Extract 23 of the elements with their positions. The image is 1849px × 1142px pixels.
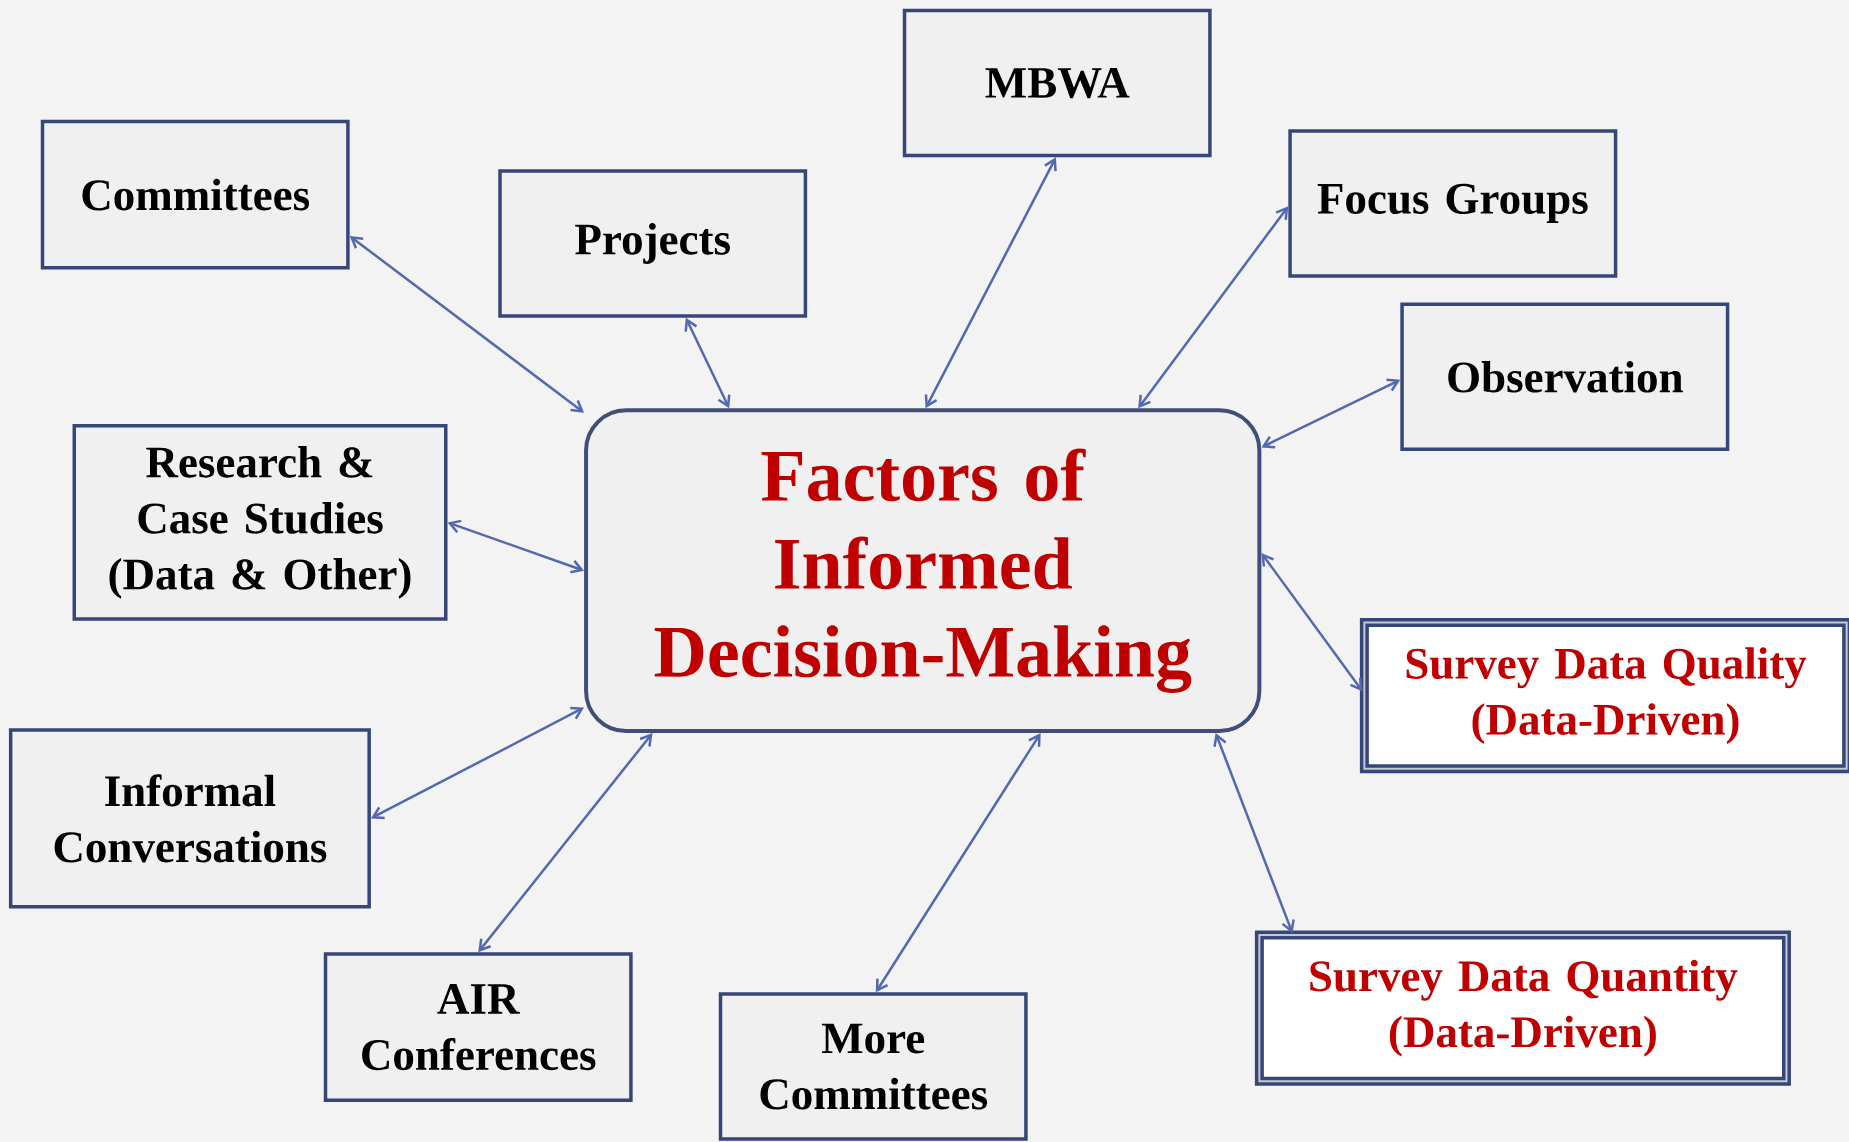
text-box: Committees bbox=[40, 119, 350, 270]
arrow bbox=[447, 519, 585, 574]
text-box: Informal Conversations bbox=[8, 728, 371, 909]
rounded-box: Factors of Informed Decision-Making bbox=[584, 408, 1262, 734]
text-box: Observation bbox=[1400, 302, 1730, 452]
arrow bbox=[1261, 552, 1363, 692]
text-box: AIR Conferences bbox=[323, 952, 633, 1102]
arrow bbox=[1213, 733, 1295, 934]
text-box: More Committees bbox=[718, 992, 1028, 1141]
text-box: Focus Groups bbox=[1288, 129, 1618, 278]
arrow bbox=[370, 706, 585, 820]
arrow bbox=[1138, 206, 1289, 409]
arrow bbox=[684, 317, 731, 409]
text-box: Survey Data Quality (Data-Driven) bbox=[1359, 618, 1849, 774]
arrow bbox=[924, 157, 1057, 409]
text-box: Projects bbox=[498, 169, 808, 318]
arrow bbox=[1261, 378, 1401, 449]
arrow bbox=[349, 235, 585, 413]
text-box: Survey Data Quantity (Data-Driven) bbox=[1254, 930, 1791, 1086]
arrow bbox=[875, 733, 1041, 993]
text-box: Research & Case Studies (Data & Other) bbox=[72, 423, 448, 621]
arrow bbox=[478, 733, 653, 953]
text-box: MBWA bbox=[902, 8, 1212, 158]
